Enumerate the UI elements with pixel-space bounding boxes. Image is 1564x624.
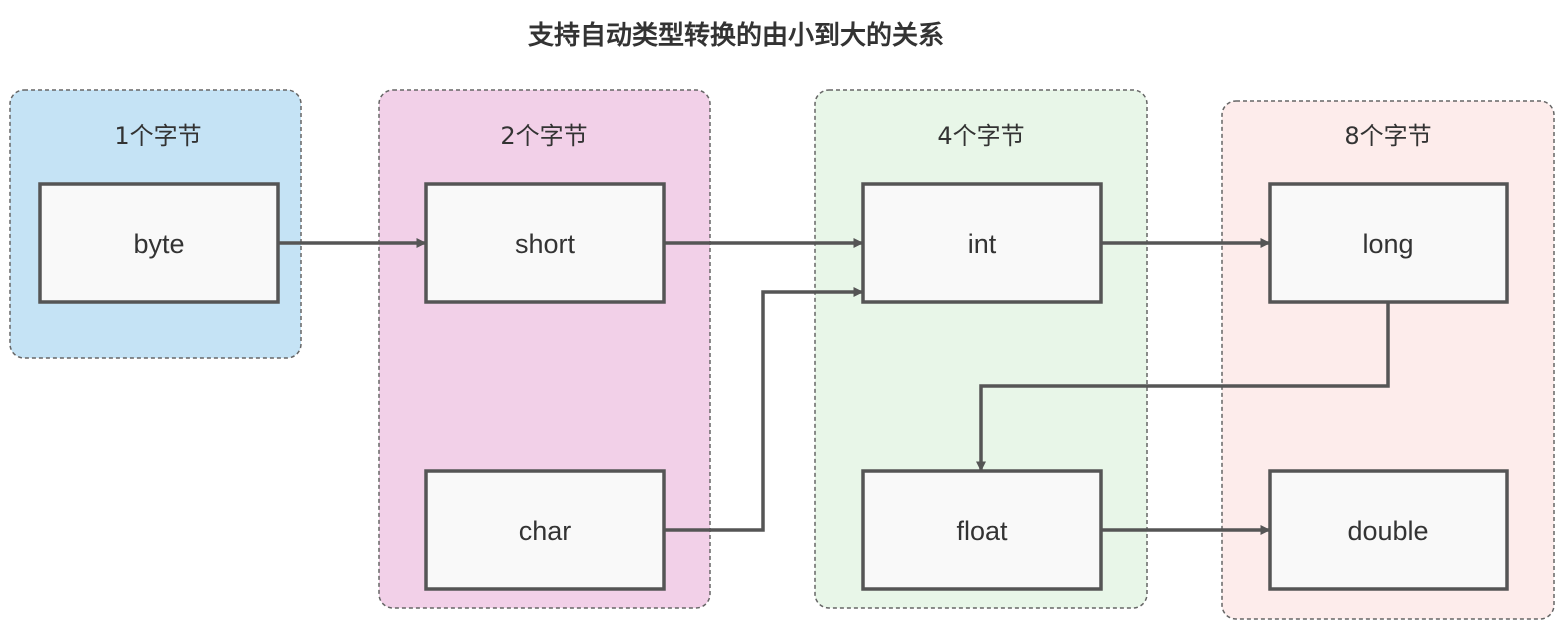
edge-long-to-float xyxy=(976,303,1390,472)
node-byte-box xyxy=(38,182,280,304)
node-char-box xyxy=(424,469,666,591)
diagram-title: 支持自动类型转换的由小到大的关系 xyxy=(528,20,944,51)
node-long-label: long xyxy=(1362,229,1413,259)
node-int: int xyxy=(861,182,1103,304)
group-2-bytes-label: 2个字节 xyxy=(500,122,587,150)
node-short-label: short xyxy=(515,229,576,259)
node-char: char xyxy=(424,469,666,591)
node-byte: byte xyxy=(38,182,280,304)
node-char-label: char xyxy=(519,516,572,546)
node-int-box xyxy=(861,182,1103,304)
node-double-label: double xyxy=(1347,516,1428,546)
group-8-bytes-label: 8个字节 xyxy=(1344,122,1431,150)
node-double: double xyxy=(1268,469,1509,591)
node-float-box xyxy=(861,469,1103,591)
node-float: float xyxy=(861,469,1103,591)
node-double-box xyxy=(1268,469,1509,591)
node-short-box xyxy=(424,182,666,304)
node-int-label: int xyxy=(968,229,997,259)
node-short: short xyxy=(424,182,666,304)
edge-char-to-int xyxy=(664,287,864,532)
group-4-bytes-label: 4个字节 xyxy=(937,122,1024,150)
node-long: long xyxy=(1268,182,1509,304)
node-long-box xyxy=(1268,182,1509,304)
group-1-byte-label: 1个字节 xyxy=(114,122,201,150)
node-byte-label: byte xyxy=(133,229,184,259)
node-float-label: float xyxy=(956,516,1008,546)
edges xyxy=(278,238,1390,535)
